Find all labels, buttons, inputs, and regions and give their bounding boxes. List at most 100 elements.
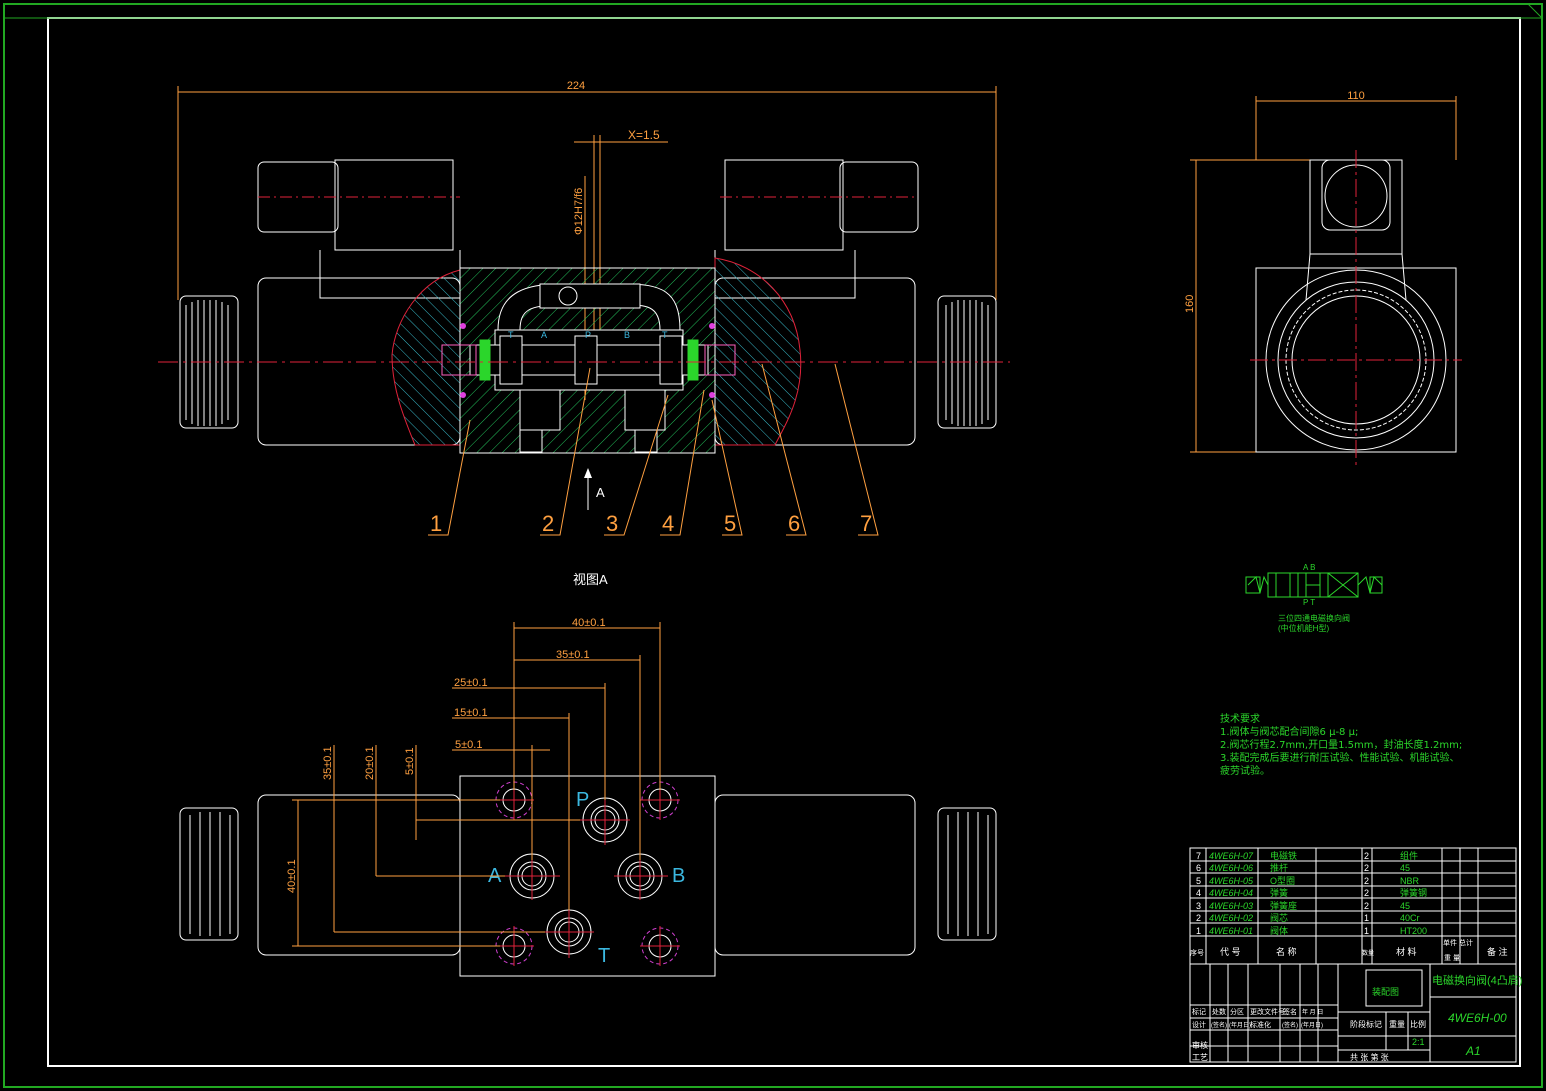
port-label-t-right: T [662,330,668,340]
bom-row-4-qty: 2 [1364,888,1369,898]
bom-row-5-name: 弹簧座 [1270,900,1297,911]
dim-fit-label: Φ12H7/f6 [573,188,585,235]
stage-label: 阶段标记 [1350,1019,1382,1029]
symbol-ports-top: A B [1303,563,1315,572]
symbol-caption-1: 三位四通电磁换向阀 [1278,613,1350,623]
dim-va-15: 15±0.1 [454,707,488,719]
row-label-5: 签名 [1283,1007,1297,1016]
dim-va-40-left: 40±0.1 [286,859,298,893]
bom-row-6-code: 4WE6H-02 [1209,913,1253,923]
bom-table [1189,847,1517,965]
title-block [1189,963,1517,1063]
bom-row-1-no: 7 [1196,851,1201,861]
bom-row-2-name: 推杆 [1270,862,1288,873]
bom-row-4-no: 4 [1196,888,1201,898]
dim-va-35-left: 35±0.1 [322,746,334,780]
tech-requirement-4: 疲劳试验。 [1220,766,1270,777]
bom-row-1-qty: 2 [1364,851,1369,861]
process-label: 工艺 [1192,1053,1208,1062]
bom-header-no: 序号 [1190,948,1204,957]
side-view: 110 160 [1184,90,1462,465]
row-label-1: 标记 [1192,1007,1206,1016]
bom-row-1-code: 4WE6H-07 [1209,851,1254,861]
bom-row-6-qty: 1 [1364,913,1369,923]
bom-header-weight: 单件 总计 [1443,938,1473,947]
bom-row-2-no: 6 [1196,863,1201,873]
port-label-a: A [541,330,547,340]
callout-6: 6 [788,511,800,536]
port-label-t-left: T [508,330,514,340]
bom-row-3-code: 4WE6H-05 [1209,876,1254,886]
left-connector [257,159,461,299]
view-a-title: 视图A [573,572,608,587]
bom-row-4-code: 4WE6H-04 [1209,888,1253,898]
main-view: 224 X=1.5 Φ12H7/f6 [158,80,1010,536]
bom-row-6-no: 2 [1196,913,1201,923]
spool [441,335,736,385]
bom-row-5-no: 3 [1196,901,1201,911]
bom-row-5-material: 45 [1400,901,1410,911]
row2-label-6: (年月日) [1301,1021,1323,1029]
inner-border [47,17,1521,1067]
dim-va-35-top: 35±0.1 [556,649,590,661]
callout-5: 5 [724,511,736,536]
tech-requirement-3: 3.装配完成后要进行耐压试验、性能试验、机能试验、 [1220,753,1460,764]
dim-va-25: 25±0.1 [454,677,488,689]
row2-label-5: (签名) [1282,1021,1298,1029]
dim-va-20-left: 20±0.1 [364,746,376,780]
symbol-caption-2: (中位机能H型) [1278,623,1329,633]
bom-row-3-no: 5 [1196,876,1201,886]
tech-requirements: 技术要求 1.阀体与阀芯配合间隙6 μ-8 μ; 2.阀芯行程2.7mm,开口量… [1220,713,1462,778]
port-label-p: P [585,330,591,340]
dim-height-label: 160 [1184,295,1196,313]
row-label-6: 年 月 日 [1302,1008,1323,1016]
bom-row-7-code: 4WE6H-01 [1209,926,1253,936]
bom-header-remark: 备 注 [1487,946,1508,957]
right-section-cyan [714,257,802,446]
view-a: 视图A [179,572,997,977]
callout-7: 7 [860,511,872,536]
bom-header-material: 材 料 [1396,946,1417,957]
view-a-port-b: B [672,865,685,887]
bom-row-6-material: 40Cr [1400,913,1420,923]
bom-row-7-qty: 1 [1364,926,1369,936]
left-section-cyan [391,269,461,446]
bom-row-1-material: 组件 [1400,850,1418,861]
weight-label: 重量 [1389,1019,1405,1029]
drawing-type: 装配图 [1372,986,1399,997]
corner-tick [1527,3,1543,19]
view-arrow-label: A [596,485,605,500]
row2-label-4: 标准化 [1250,1020,1271,1029]
view-a-port-p: P [576,789,589,811]
review-label: 审核 [1192,1040,1208,1050]
row-label-3: 分区 [1230,1007,1244,1016]
row2-label-3: (年月日) [1229,1021,1251,1029]
bom-row-7-name: 阀体 [1270,925,1288,936]
tech-requirements-title: 技术要求 [1220,714,1260,725]
bom-row-3-name: O型圈 [1270,876,1295,886]
hydraulic-symbol [1245,572,1383,598]
bom-row-3-qty: 2 [1364,876,1369,886]
view-arrow-head [584,468,592,478]
bom-row-4-name: 弹簧 [1270,887,1288,898]
bom-header-weight2: 重 量 [1444,954,1460,962]
sheets-label: 共 张 第 张 [1350,1052,1389,1062]
bom-rows: 7 4WE6H-07 电磁铁 2 组件 6 4WE6H-06 推杆 2 45 5… [1190,850,1508,962]
dim-va-5-top: 5±0.1 [455,739,482,751]
drawing-number: 4WE6H-00 [1448,1011,1507,1025]
bom-header-qty: 数量 [1362,949,1374,957]
title-block-text: 装配图 电磁换向阀(4凸肩) 4WE6H-00 2:1 A1 阶段标记 重量 比… [1192,973,1522,1062]
bom-row-7-no: 1 [1196,926,1201,936]
bom-row-7-material: HT200 [1400,926,1427,936]
bom-header-name: 名 称 [1276,946,1297,957]
view-a-port-t: T [598,945,610,967]
outer-border [3,3,1543,1088]
bom-row-2-qty: 2 [1364,863,1369,873]
bom-row-2-code: 4WE6H-06 [1209,863,1253,873]
dim-x-label: X=1.5 [628,128,660,142]
sheet-size: A1 [1465,1044,1481,1058]
dim-va-40-top: 40±0.1 [572,617,606,629]
callout-1: 1 [430,511,442,536]
tech-requirement-1: 1.阀体与阀芯配合间隙6 μ-8 μ; [1220,727,1359,738]
